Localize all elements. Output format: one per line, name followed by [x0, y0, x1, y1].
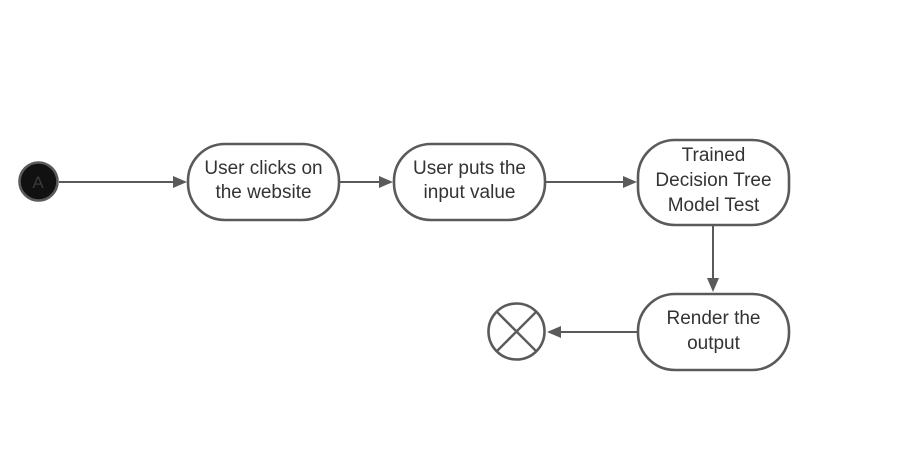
node-user-clicks[interactable]: User clicks on the website: [186, 142, 341, 222]
node-model-test-line-1: Trained: [682, 145, 746, 166]
node-model-test-line-3: Model Test: [668, 195, 760, 216]
node-render-output[interactable]: Render the output: [636, 292, 791, 372]
edges: [59, 176, 719, 338]
edge-render-output-to-end: [547, 326, 638, 338]
edge-start-to-user-clicks: [59, 176, 187, 188]
node-user-input[interactable]: User puts the input value: [392, 142, 547, 222]
node-user-input-line-2: input value: [424, 182, 516, 203]
edge-user-clicks-to-user-input: [339, 176, 393, 188]
node-model-test[interactable]: Trained Decision Tree Model Test: [636, 138, 791, 227]
node-render-output-line-1: Render the: [666, 308, 760, 329]
node-user-clicks-line-1: User clicks on: [204, 158, 322, 179]
edge-model-test-to-render-output: [707, 225, 719, 292]
node-render-output-line-2: output: [687, 333, 741, 354]
node-model-test-line-2: Decision Tree: [655, 170, 771, 191]
edge-user-input-to-model-test: [545, 176, 637, 188]
start-node-label: A: [32, 173, 44, 192]
node-user-input-line-1: User puts the: [413, 158, 526, 179]
start-node[interactable]: A: [18, 161, 59, 202]
end-node-icon[interactable]: [487, 302, 546, 361]
node-user-clicks-line-2: the website: [215, 182, 311, 203]
